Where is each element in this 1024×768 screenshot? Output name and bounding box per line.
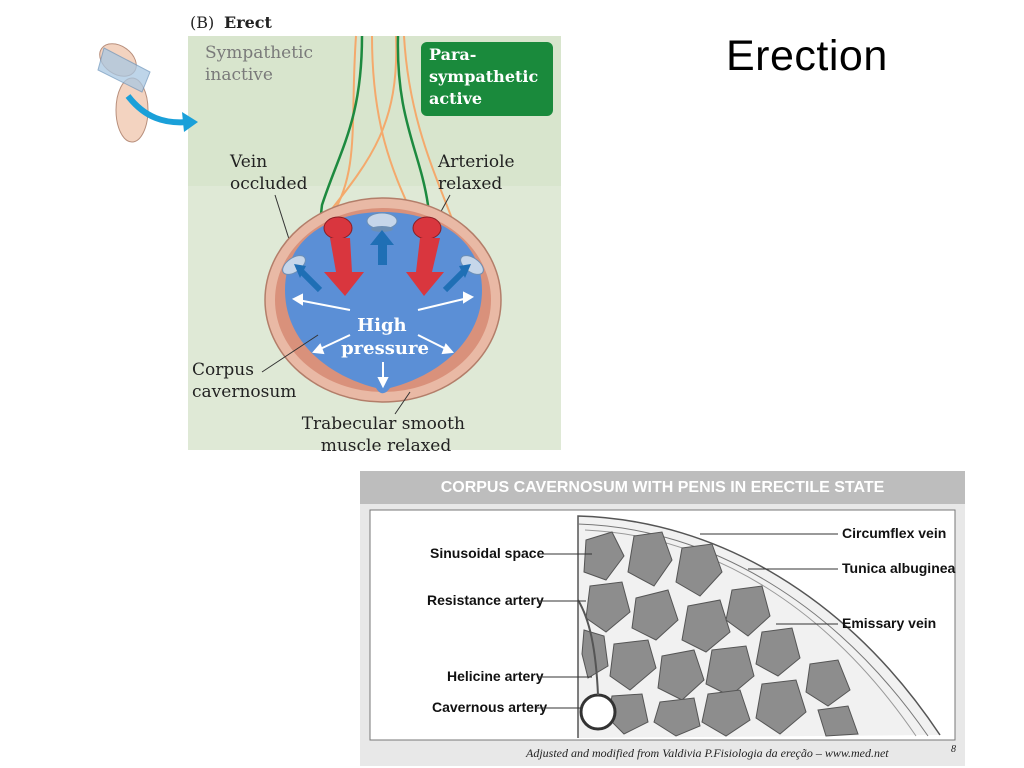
label-helicine-artery: Helicine artery — [447, 668, 544, 684]
outflow-arrow-left — [299, 269, 323, 293]
inflow-arrow-right — [406, 238, 444, 296]
outflow-arrow-left-head — [294, 264, 306, 278]
vein-occluded-label: Vein occluded — [229, 152, 308, 194]
panel-label: (B) — [190, 13, 214, 32]
label-cavernous-artery: Cavernous artery — [432, 699, 547, 715]
cavernous-artery-circle — [579, 693, 617, 731]
arteriole-relaxed-label: Arteriole relaxed — [437, 152, 520, 194]
schematic-right-labels: Circumflex vein Tunica albuginea Emissar… — [700, 525, 956, 631]
outflow-arrow-right-head — [459, 264, 471, 278]
label-circumflex-vein: Circumflex vein — [842, 525, 946, 541]
label-sinusoidal-space: Sinusoidal space — [430, 545, 545, 561]
trabecular-label: Trabecular smooth muscle relaxed — [302, 414, 471, 456]
trabecular-leader-line — [394, 391, 411, 415]
parasympathetic-label: Para- sympathetic active — [429, 45, 544, 108]
sinusoidal-spaces — [581, 531, 859, 737]
schematic-left-labels: Sinusoidal space Resistance artery Helic… — [427, 545, 592, 715]
vein-top-slit — [371, 226, 393, 232]
parasympathetic-nerves — [316, 35, 430, 241]
penis-icon — [97, 43, 151, 143]
schematic-title: CORPUS CAVERNOSUM WITH PENIS IN ERECTILE… — [360, 471, 965, 504]
corpus-leader-line — [261, 334, 319, 373]
pointer-arrow-head — [182, 112, 198, 132]
image-credit: Adjusted and modified from Valdivia P.Fi… — [525, 746, 889, 760]
pressure-arrows — [291, 291, 475, 389]
corpus-cavernosum-section: High pressure — [264, 197, 502, 403]
label-resistance-artery: Resistance artery — [427, 592, 544, 608]
outflow-arrow-top — [370, 230, 394, 265]
parasympathetic-box — [421, 42, 553, 116]
slide-title: Erection — [726, 32, 888, 80]
pointer-arrow — [125, 94, 189, 126]
corpus-cavernosum-label: Corpus cavernosum — [192, 360, 296, 402]
tunica-line — [577, 523, 929, 737]
outflow-arrow-right — [442, 269, 466, 293]
inflow-arrow-left — [324, 238, 364, 296]
label-tunica-albuginea: Tunica albuginea — [842, 560, 956, 576]
page-number: 8 — [951, 744, 956, 755]
high-pressure-label: High pressure — [341, 315, 429, 359]
panel-state: Erect — [224, 13, 273, 32]
sympathetic-label: Sympathetic inactive — [205, 43, 318, 85]
label-emissary-vein: Emissary vein — [842, 615, 936, 631]
helicine-artery-path — [577, 599, 599, 696]
